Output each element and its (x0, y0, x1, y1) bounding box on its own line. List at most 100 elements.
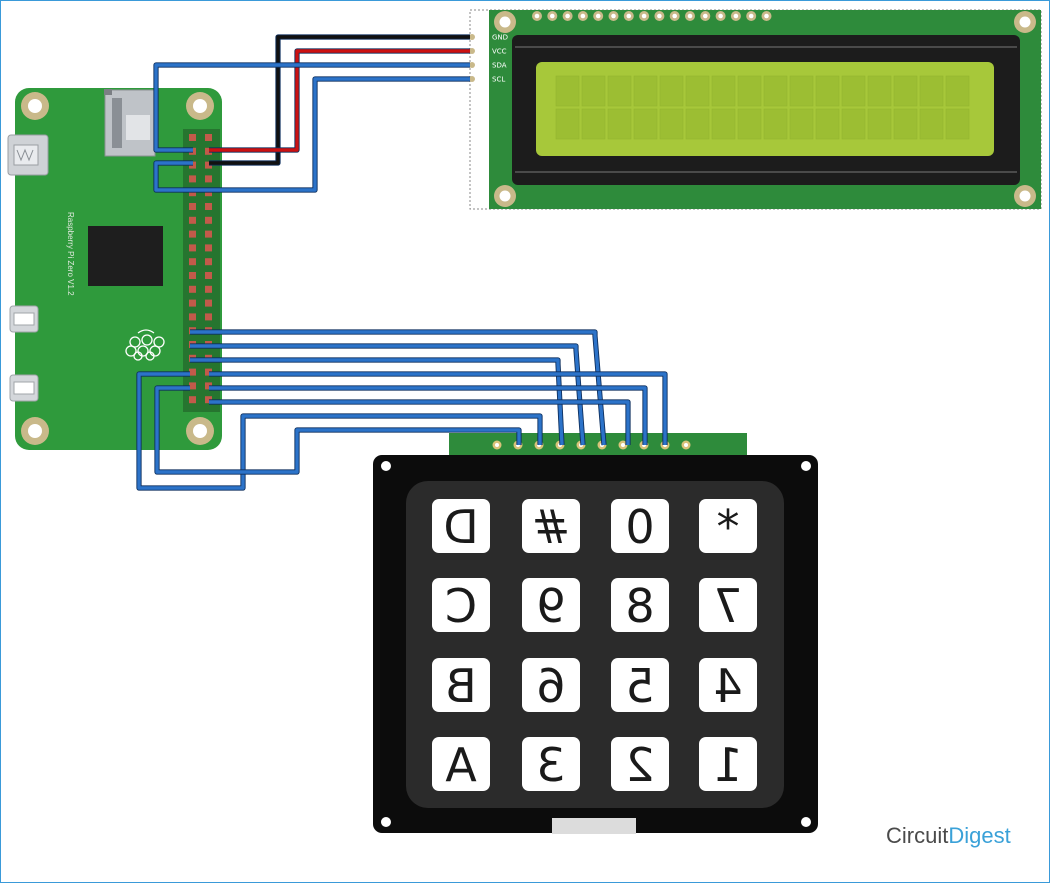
wire-sda (154, 63, 470, 152)
lcd-i2c-pin (469, 76, 475, 82)
keypad-pin-hole (684, 443, 688, 447)
lcd-i2c-pin (469, 34, 475, 40)
key-2[interactable]: 2 (611, 737, 669, 792)
lcd-cell (945, 75, 970, 107)
lcd-header-pin-hole (703, 13, 708, 19)
lcd-cell (789, 108, 814, 140)
gpio-pin (189, 134, 196, 141)
lcd-cell (555, 108, 580, 140)
key-4[interactable]: 4 (699, 658, 757, 713)
lcd-cell (893, 75, 918, 107)
lcd-header-pin-hole (687, 13, 693, 19)
key-cap (699, 658, 757, 712)
key-cap (699, 737, 757, 791)
keypad-key-area (406, 481, 784, 808)
key-#[interactable]: # (522, 499, 580, 554)
lcd-cell (633, 75, 658, 107)
key-A[interactable]: A (432, 737, 490, 792)
lcd-cell (841, 75, 866, 107)
key-8[interactable]: 8 (611, 578, 669, 633)
key-D[interactable]: D (432, 499, 490, 554)
lcd-pin-label-scl: SCL (492, 76, 505, 84)
lcd-cell (685, 108, 710, 140)
micro-usb-port-2 (9, 374, 39, 402)
gpio-pin (189, 244, 196, 252)
key-label: 4 (713, 659, 742, 713)
key-label: 0 (625, 500, 654, 554)
lcd-cell (815, 108, 840, 140)
key-label: D (443, 500, 478, 554)
key-label: 6 (536, 659, 565, 713)
lcd-cell (763, 108, 788, 140)
lcd-cell (763, 75, 788, 107)
key-9[interactable]: 9 (522, 578, 580, 633)
lcd-i2c-pin (469, 48, 475, 54)
mini-hdmi-port (7, 134, 49, 176)
gpio-pin (189, 368, 196, 376)
lcd-pin-label-vcc: VCC (492, 48, 507, 56)
key-0[interactable]: 0 (611, 499, 669, 554)
gpio-pin (189, 313, 196, 321)
lcd-cell (607, 108, 632, 140)
key-B[interactable]: B (432, 658, 490, 713)
lcd-top-pins (532, 11, 772, 21)
key-C[interactable]: C (432, 578, 490, 633)
gpio-pin (189, 175, 196, 183)
key-label: * (717, 500, 740, 554)
key-cap (611, 737, 669, 791)
key-label: C (445, 579, 477, 633)
lcd-header-pin-hole (534, 13, 540, 19)
gpio-pin (189, 189, 196, 197)
keypad-pin-hole (621, 443, 625, 447)
svg-text:CircuitDigest: CircuitDigest (886, 823, 1011, 848)
lcd-header-pin-hole (672, 13, 677, 19)
key-*[interactable]: * (699, 499, 757, 554)
wire-vcc (209, 49, 470, 152)
key-cap (699, 499, 757, 553)
gpio-pin (189, 230, 196, 238)
lcd-header-pin-hole (657, 13, 662, 19)
gpio-pin (205, 161, 212, 169)
processor-chip (88, 226, 163, 286)
wire-gnd (209, 35, 470, 165)
wire-keypad-2 (190, 344, 585, 446)
key-3[interactable]: 3 (522, 737, 580, 792)
pi-mounting-holes (21, 92, 214, 445)
raspberry-pi-zero-board: Raspberry Pi Zero V1.2 (7, 88, 222, 450)
gpio-pin (205, 258, 212, 266)
gpio-pin (189, 272, 196, 279)
key-5[interactable]: 5 (611, 658, 669, 713)
wires (136, 34, 668, 491)
lcd-pin-label-gnd: GND (492, 34, 508, 42)
lcd-cell (737, 108, 762, 140)
keypad-pin-hole (495, 443, 499, 447)
lcd-cell (607, 75, 632, 107)
lcd-cell (711, 108, 736, 140)
lcd-header-pin-hole (626, 13, 632, 19)
key-cap (522, 737, 580, 791)
wire-scl (154, 77, 470, 192)
key-1[interactable]: 1 (699, 737, 757, 792)
gpio-pin (189, 396, 196, 404)
gpio-pin (205, 216, 212, 224)
key-cap (699, 578, 757, 632)
gpio-pin (205, 272, 212, 279)
key-cap (611, 499, 669, 553)
wire-keypad-8 (155, 386, 521, 474)
sd-card-slot (104, 89, 156, 157)
lcd-cell (945, 108, 970, 140)
lcd-cell (841, 108, 866, 140)
key-7[interactable]: 7 (699, 578, 757, 633)
key-label: 8 (625, 579, 654, 633)
key-label: 2 (625, 738, 654, 792)
gpio-pin (205, 147, 212, 155)
key-label: 3 (536, 738, 565, 792)
key-6[interactable]: 6 (522, 658, 580, 713)
key-cap (522, 499, 580, 553)
gpio-pin (205, 244, 212, 252)
lcd-cell (659, 75, 684, 107)
lcd-header-pin-hole (764, 13, 769, 19)
lcd-i2c-pin (469, 62, 475, 68)
